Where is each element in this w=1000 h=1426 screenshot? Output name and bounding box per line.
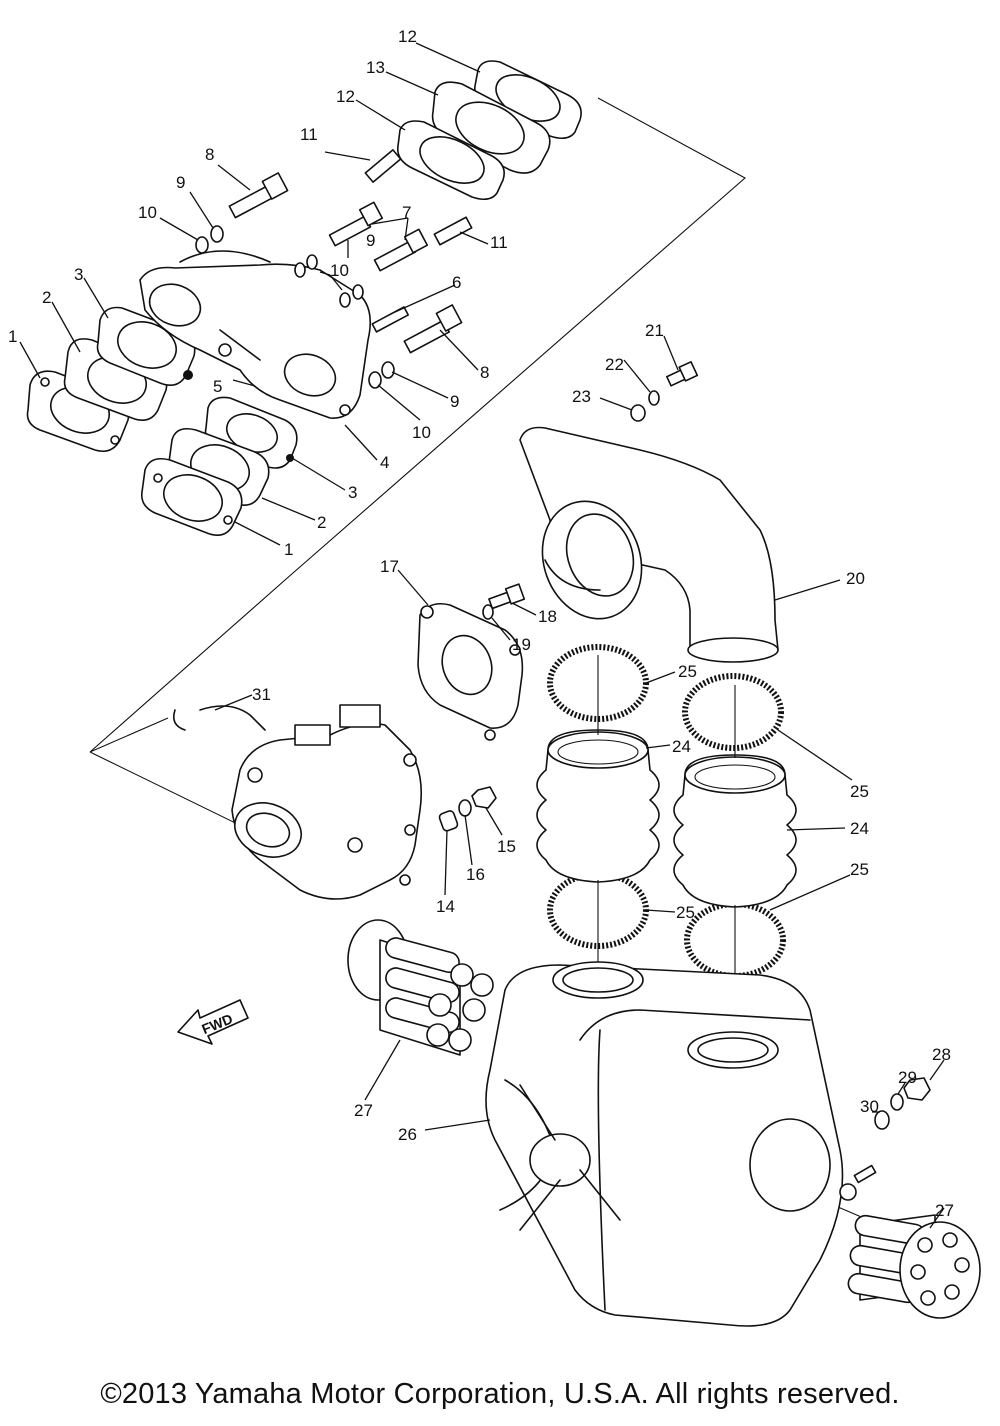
callout-9: 9 <box>176 173 185 192</box>
callout-8: 8 <box>480 363 489 382</box>
washer-19 <box>482 604 494 620</box>
bellows-24-left <box>536 729 660 883</box>
velocity-stacks-27-right <box>847 1214 981 1319</box>
fitting-14 <box>438 810 459 832</box>
callout-3: 3 <box>74 265 83 284</box>
callout-23: 23 <box>572 387 591 406</box>
carburetor <box>172 704 423 900</box>
clamp-25-d <box>684 901 786 979</box>
callout-26: 26 <box>398 1125 417 1144</box>
callout-25: 25 <box>678 662 697 681</box>
bolt-8-upper <box>228 172 289 219</box>
washer-22 <box>648 390 660 406</box>
callout-1: 1 <box>8 327 17 346</box>
callout-15: 15 <box>497 837 516 856</box>
callout-24: 24 <box>850 819 869 838</box>
stud-6 <box>371 306 410 333</box>
washer-16 <box>458 799 472 817</box>
callout-10: 10 <box>138 203 157 222</box>
callout-17: 17 <box>380 557 399 576</box>
callout-18: 18 <box>538 607 557 626</box>
intake-elbow-20 <box>519 426 779 663</box>
intake-manifold-4 <box>139 250 371 419</box>
callout-7: 7 <box>402 203 411 222</box>
callout-2: 2 <box>317 513 326 532</box>
callout-25: 25 <box>676 903 695 922</box>
fwd-label: FWD <box>199 1010 235 1037</box>
callout-16: 16 <box>466 865 485 884</box>
callout-6: 6 <box>452 273 461 292</box>
velocity-stacks-27-left <box>347 919 494 1056</box>
stud-11-right <box>433 216 473 246</box>
copyright-notice: ©2013 Yamaha Motor Corporation, U.S.A. A… <box>100 1378 900 1410</box>
callout-11: 11 <box>490 233 508 252</box>
bolt-21 <box>666 360 699 387</box>
spacer-13 <box>431 81 551 174</box>
gasket-12-mid <box>396 120 505 201</box>
callout-11: 11 <box>300 125 318 144</box>
gasket-1-lower <box>140 457 243 536</box>
callout-27: 27 <box>935 1201 954 1220</box>
callout-24: 24 <box>672 737 691 756</box>
washer-23 <box>630 404 646 422</box>
airbox-26 <box>485 961 857 1327</box>
nut-28 <box>903 1077 931 1101</box>
callout-10: 10 <box>330 261 349 280</box>
callout-8: 8 <box>205 145 214 164</box>
callout-19: 19 <box>512 635 531 654</box>
flange-17 <box>417 602 524 741</box>
washers-9-10 <box>195 225 395 389</box>
callout-28: 28 <box>932 1045 951 1064</box>
callout-27: 27 <box>354 1101 373 1120</box>
callout-5: 5 <box>213 377 222 396</box>
callout-25: 25 <box>850 860 869 879</box>
clamp-25-b <box>682 673 784 751</box>
callout-9: 9 <box>450 392 459 411</box>
callout-20: 20 <box>846 569 865 588</box>
callout-22: 22 <box>605 355 624 374</box>
callout-14: 14 <box>436 897 455 916</box>
bolt-8-lower <box>403 304 463 354</box>
callout-21: 21 <box>645 321 664 340</box>
callout-13: 13 <box>366 58 385 77</box>
washer-30 <box>874 1110 890 1130</box>
callout-4: 4 <box>380 453 389 472</box>
leader-lines <box>19 42 945 1229</box>
callout-1: 1 <box>284 540 293 559</box>
callout-31: 31 <box>252 685 271 704</box>
callout-25: 25 <box>850 782 869 801</box>
fwd-arrow-icon: FWD <box>177 999 249 1045</box>
bolts-7 <box>328 201 429 272</box>
callout-12: 12 <box>336 87 355 106</box>
callout-labels: 1 2 3 1 2 3 4 5 6 7 8 8 9 9 9 10 10 10 1… <box>8 27 954 1220</box>
callout-3: 3 <box>348 483 357 502</box>
assembly-boundary-lower <box>89 751 261 836</box>
bellows-24-right <box>673 754 797 908</box>
callout-30: 30 <box>860 1097 879 1116</box>
washer-29 <box>890 1093 904 1111</box>
callout-29: 29 <box>898 1068 917 1087</box>
callout-9: 9 <box>366 231 375 250</box>
bolt-18 <box>488 583 526 610</box>
callout-10: 10 <box>412 423 431 442</box>
nut-15 <box>471 786 497 809</box>
callout-2: 2 <box>42 288 51 307</box>
stud-11-upper <box>364 149 402 183</box>
callout-12: 12 <box>398 27 417 46</box>
stud-30-pin <box>853 1164 877 1184</box>
assembly-boundary <box>89 97 746 753</box>
